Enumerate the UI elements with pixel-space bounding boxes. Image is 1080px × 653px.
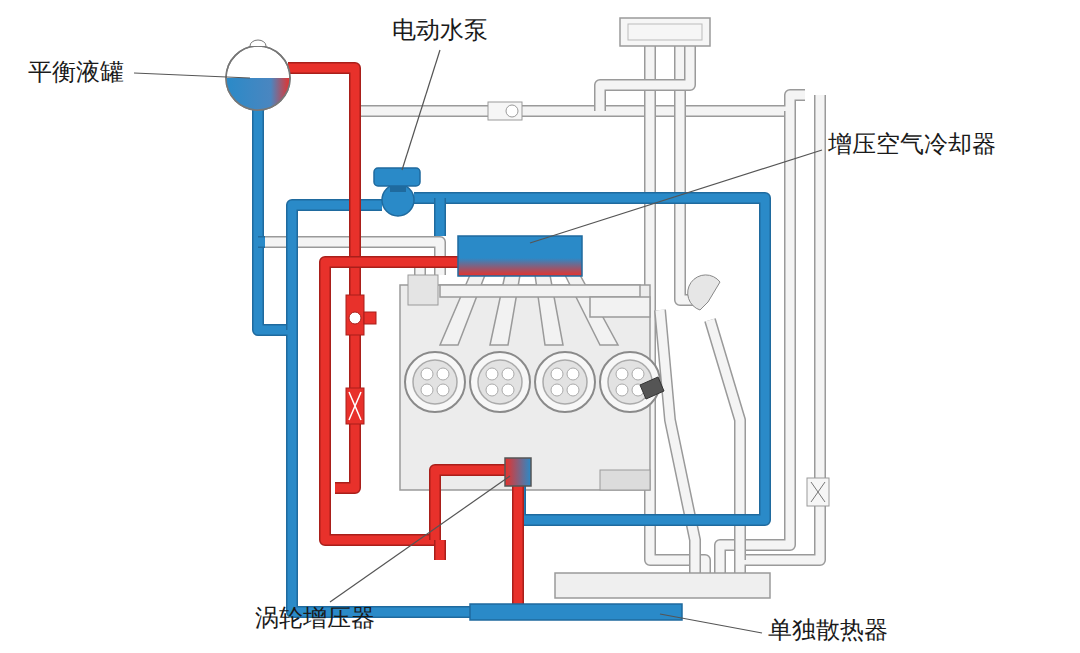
illustration-part [505, 458, 531, 486]
illustration-part [355, 95, 805, 111]
part-label: 平衡液罐 [28, 58, 124, 87]
illustration-part [402, 50, 440, 170]
illustration-part [720, 111, 790, 573]
illustration-part [628, 24, 702, 40]
illustration-part [258, 236, 265, 248]
illustration-part [258, 68, 765, 612]
illustration-part [437, 384, 449, 396]
illustration-part [134, 73, 250, 78]
illustration-part [600, 470, 650, 490]
illustration-part [688, 275, 720, 310]
part-label: 涡轮增压器 [255, 604, 375, 633]
illustration-part [600, 46, 690, 111]
illustration-part [330, 476, 510, 602]
illustration-part [488, 102, 522, 120]
illustration-part [421, 384, 433, 396]
illustration-part [616, 384, 628, 396]
illustration-part [811, 482, 825, 502]
illustration-part [458, 236, 582, 276]
illustration-part [250, 40, 266, 46]
illustration-part [486, 368, 498, 380]
illustration-part [265, 46, 820, 573]
illustration-part [258, 238, 265, 247]
illustration-part [514, 486, 523, 604]
illustration-part [478, 360, 522, 404]
illustration-part [349, 312, 361, 324]
illustration-part [632, 368, 644, 380]
illustration-part [567, 368, 579, 380]
illustration-part [650, 46, 705, 573]
illustration-part [590, 297, 650, 317]
illustration-part [405, 352, 660, 412]
illustration-part [134, 50, 822, 633]
illustration-part [435, 470, 508, 540]
illustration-part [436, 198, 445, 236]
illustration-part [551, 368, 563, 380]
illustration-part [435, 470, 508, 540]
illustration-part [660, 614, 762, 633]
illustration-part [470, 352, 530, 412]
illustration-part [364, 312, 376, 324]
illustration-part [382, 184, 414, 216]
illustration-part [506, 105, 518, 117]
illustration-part [807, 478, 829, 506]
illustration-part [349, 392, 361, 420]
illustration-part [374, 168, 420, 186]
part-label: 增压空气冷却器 [828, 130, 996, 159]
part-label: 单独散热器 [768, 616, 888, 645]
illustration-part [640, 377, 664, 399]
illustration-part [226, 46, 290, 110]
illustration-part [502, 384, 514, 396]
illustration-part [436, 540, 445, 560]
illustration-part [512, 486, 524, 604]
illustration-part [600, 46, 690, 111]
illustration-part [567, 384, 579, 396]
illustration-part [720, 111, 790, 573]
illustration-part [530, 150, 822, 243]
illustration-part [650, 46, 705, 573]
illustration-part [346, 295, 364, 335]
part-label: 电动水泵 [392, 16, 488, 45]
illustration-part [346, 388, 364, 424]
illustration-part [405, 352, 465, 412]
illustration-part [408, 275, 438, 305]
illustration-part [502, 368, 514, 380]
illustration-part [660, 310, 695, 573]
illustration-part [440, 285, 640, 297]
illustration-part [616, 368, 628, 380]
illustration-part [486, 384, 498, 396]
illustration-part [421, 368, 433, 380]
illustration-part [551, 384, 563, 396]
illustration-part [620, 18, 710, 46]
illustration-part [660, 310, 695, 573]
illustration-part [555, 573, 770, 598]
illustration-part [470, 604, 682, 620]
illustration-part [440, 275, 650, 345]
illustration-part [226, 78, 290, 110]
illustration-part [355, 95, 805, 111]
illustration-part [390, 186, 406, 192]
illustration-part [437, 368, 449, 380]
illustration-part [226, 46, 290, 110]
illustration-part [543, 360, 587, 404]
illustration-part [535, 352, 595, 412]
illustration-part [434, 540, 446, 560]
illustration-part [413, 360, 457, 404]
illustration-part [434, 198, 446, 236]
